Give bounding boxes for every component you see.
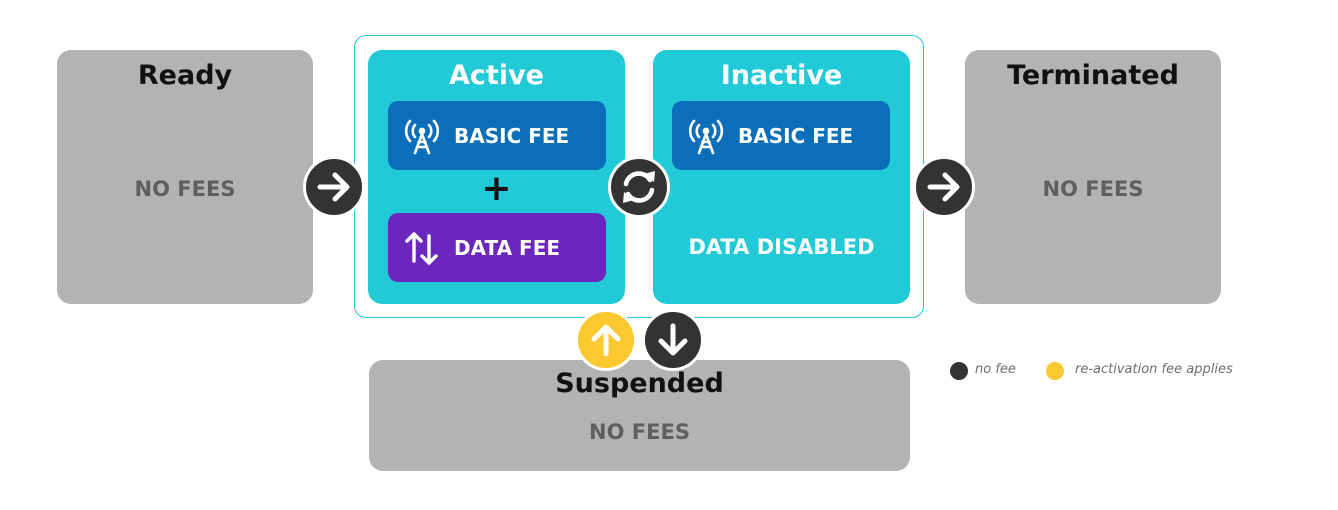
state-note-terminated: NO FEES (1042, 177, 1144, 201)
data-fee-label-active: DATA FEE (454, 235, 561, 260)
transition-ready-to-active (303, 156, 365, 218)
legend-dot-no-fee (950, 362, 968, 380)
state-title-inactive: Inactive (720, 60, 843, 91)
legend-dot-reactivation (1046, 362, 1064, 380)
state-inactive: Inactive BASIC FEE DATA DISABLED (653, 50, 910, 304)
state-note-ready: NO FEES (134, 177, 236, 201)
state-suspended: Suspended NO FEES (369, 360, 910, 471)
basic-fee-label-inactive: BASIC FEE (738, 123, 854, 148)
cell-tower-icon (402, 116, 442, 156)
transition-active-to-suspended (642, 309, 704, 371)
sync-icon (623, 171, 655, 203)
up-down-arrows-icon (402, 228, 442, 268)
arrow-right-icon (927, 172, 960, 202)
basic-fee-badge-inactive: BASIC FEE (672, 101, 890, 170)
arrow-down-icon (658, 323, 688, 356)
plus-sign: + (481, 168, 512, 209)
state-ready: Ready NO FEES (57, 50, 313, 304)
arrow-right-icon (317, 172, 350, 202)
transition-inactive-to-terminated (913, 156, 975, 218)
basic-fee-label-active: BASIC FEE (454, 123, 570, 148)
state-note-inactive: DATA DISABLED (688, 235, 875, 259)
state-terminated: Terminated NO FEES (965, 50, 1221, 304)
arrow-up-icon (591, 324, 621, 357)
state-title-suspended: Suspended (555, 368, 724, 399)
transition-suspended-to-active (575, 309, 637, 371)
state-title-terminated: Terminated (1007, 60, 1179, 91)
legend-label-reactivation: re-activation fee applies (1075, 362, 1233, 377)
legend-label-no-fee: no fee (975, 362, 1016, 377)
state-title-ready: Ready (137, 60, 233, 91)
data-fee-badge-active: DATA FEE (388, 213, 606, 282)
transition-active-inactive (608, 156, 670, 218)
state-title-active: Active (449, 60, 544, 91)
state-note-suspended: NO FEES (589, 420, 690, 444)
basic-fee-badge-active: BASIC FEE (388, 101, 606, 170)
cell-tower-icon (686, 116, 726, 156)
state-active: Active BASIC FEE + (368, 50, 625, 304)
